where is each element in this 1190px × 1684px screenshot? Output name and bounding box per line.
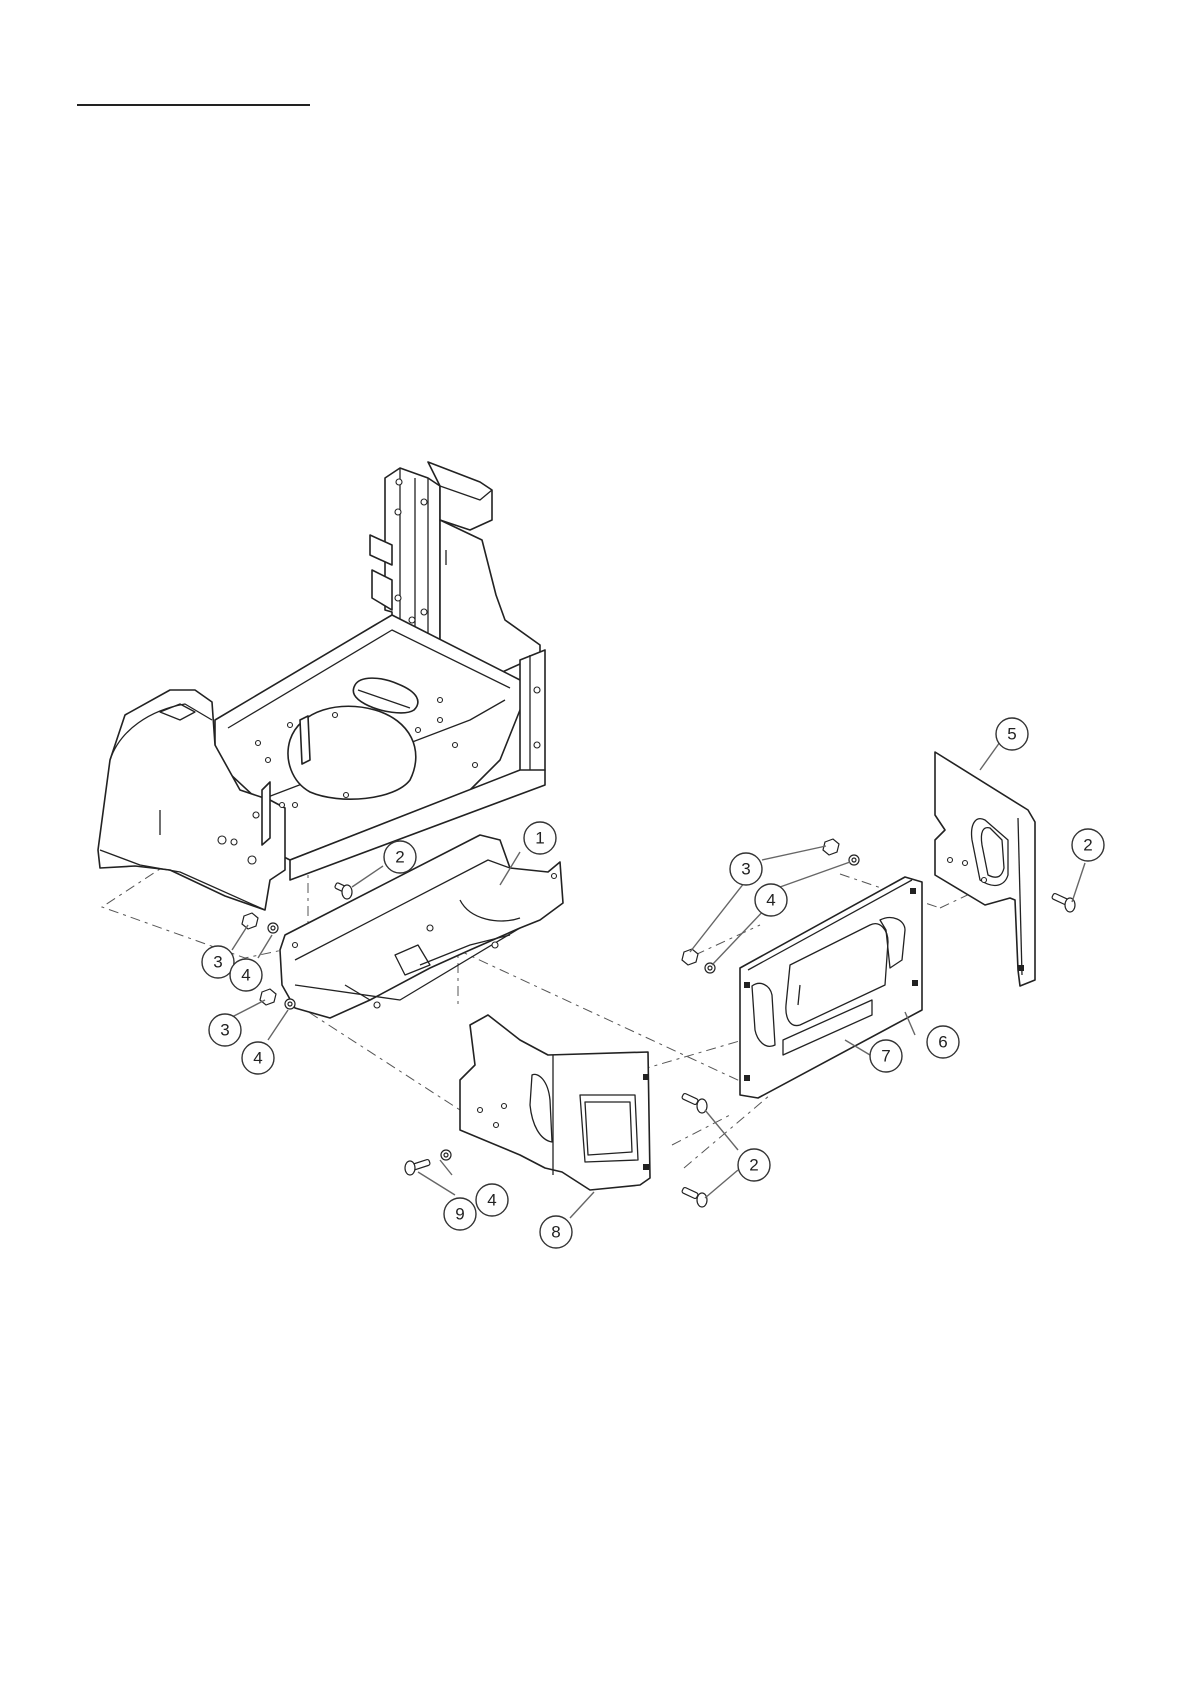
nut-3a <box>242 913 258 929</box>
callout-2-side-label: 2 <box>1083 836 1092 855</box>
bolt-2c <box>681 1187 707 1207</box>
callout-8-label: 8 <box>551 1223 560 1242</box>
bolt-2d <box>1051 893 1075 912</box>
callout-4-left-lower: 4 <box>242 1042 274 1074</box>
nut-3c <box>823 839 839 855</box>
callout-9-label: 9 <box>455 1205 464 1224</box>
callout-6: 6 <box>927 1026 959 1058</box>
callout-2-side-panel: 2 <box>1072 829 1104 861</box>
washer-4b <box>285 999 295 1009</box>
callout-4-bottom-label: 4 <box>487 1191 496 1210</box>
callout-3-right: 3 <box>730 853 762 885</box>
callout-3-left-upper-label: 3 <box>213 953 222 972</box>
callout-2-frame: 2 <box>384 841 416 873</box>
bolt-2a <box>334 882 352 899</box>
callout-1: 1 <box>524 822 556 854</box>
callout-6-label: 6 <box>938 1033 947 1052</box>
callout-4-left-upper-label: 4 <box>241 966 250 985</box>
bolt-2b <box>681 1093 707 1113</box>
callout-1-label: 1 <box>535 829 544 848</box>
callout-4-left-upper: 4 <box>230 959 262 991</box>
callout-7-label: 7 <box>881 1047 890 1066</box>
callout-5-label: 5 <box>1007 725 1016 744</box>
nut-3b <box>260 989 276 1005</box>
washer-4c <box>441 1150 451 1160</box>
callout-2-lower-upper: 2 <box>738 1149 770 1181</box>
callout-4-right: 4 <box>755 884 787 916</box>
washer-4a <box>268 923 278 933</box>
callout-2-frame-label: 2 <box>395 848 404 867</box>
callout-8: 8 <box>540 1216 572 1248</box>
callout-4-left-lower-label: 4 <box>253 1049 262 1068</box>
callout-9: 9 <box>444 1198 476 1230</box>
washer-4d <box>849 855 859 865</box>
callout-2-lower-label: 2 <box>749 1156 758 1175</box>
callout-3-left-upper: 3 <box>202 946 234 978</box>
callout-5: 5 <box>996 718 1028 750</box>
part-8-lower-shroud <box>460 1015 650 1190</box>
callout-4-right-label: 4 <box>766 891 775 910</box>
callout-4-bottom: 4 <box>476 1184 508 1216</box>
callout-3-right-label: 3 <box>741 860 750 879</box>
washer-4e <box>705 963 715 973</box>
callout-3-left-lower-label: 3 <box>220 1021 229 1040</box>
part-5-side-panel <box>935 752 1035 986</box>
callout-3-left-lower: 3 <box>209 1014 241 1046</box>
callout-7: 7 <box>870 1040 902 1072</box>
